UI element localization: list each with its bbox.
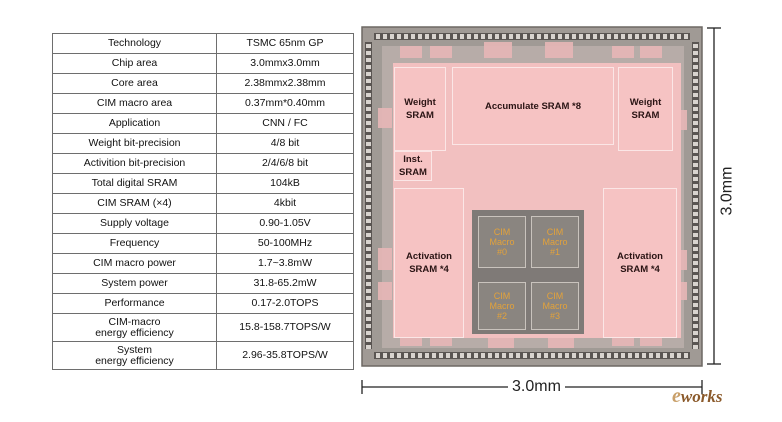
spec-value: 50-100MHz <box>216 233 354 254</box>
spec-parameter: CIM macro area <box>52 93 217 114</box>
weight-sram-left: Weight SRAM <box>394 67 446 151</box>
spec-row: CIM SRAM (×4)4kbit <box>52 193 354 214</box>
cim-macro-0: CIM Macro #0 <box>478 216 526 268</box>
spec-parameter: Total digital SRAM <box>52 173 217 194</box>
spec-parameter: Core area <box>52 73 217 94</box>
spec-parameter: Chip area <box>52 53 217 74</box>
spec-parameter: Frequency <box>52 233 217 254</box>
spec-parameter: Performance <box>52 293 217 314</box>
cim-macro-3: CIM Macro #3 <box>531 282 579 330</box>
spec-parameter: System energy efficiency <box>52 341 217 370</box>
die-width-label: 3.0mm <box>508 378 565 396</box>
spec-value: 104kB <box>216 173 354 194</box>
cim-macro-1: CIM Macro #1 <box>531 216 579 268</box>
spec-parameter: Technology <box>52 33 217 54</box>
spec-value: TSMC 65nm GP <box>216 33 354 54</box>
spec-value: 4kbit <box>216 193 354 214</box>
activation-sram-right: Activation SRAM *4 <box>603 188 677 338</box>
spec-value: 1.7~3.8mW <box>216 253 354 274</box>
spec-parameter: CIM macro power <box>52 253 217 274</box>
spec-parameter: CIM SRAM (×4) <box>52 193 217 214</box>
die-height-label: 3.0mm <box>718 163 737 219</box>
cim-macro-2: CIM Macro #2 <box>478 282 526 330</box>
watermark-logo: eworks <box>672 385 722 408</box>
spec-value: 0.17-2.0TOPS <box>216 293 354 314</box>
accumulate-sram: Accumulate SRAM *8 <box>452 67 614 145</box>
watermark-text: works <box>680 387 723 406</box>
activation-sram-left: Activation SRAM *4 <box>394 188 464 338</box>
watermark-lead: e <box>672 385 681 407</box>
spec-value: CNN / FC <box>216 113 354 134</box>
spec-parameter: Supply voltage <box>52 213 217 234</box>
spec-parameter: CIM-macro energy efficiency <box>52 313 217 342</box>
spec-value: 3.0mmx3.0mm <box>216 53 354 74</box>
spec-value: 2/4/6/8 bit <box>216 153 354 174</box>
spec-parameter: Weight bit-precision <box>52 133 217 154</box>
spec-value: 0.37mm*0.40mm <box>216 93 354 114</box>
spec-value: 4/8 bit <box>216 133 354 154</box>
spec-parameter: System power <box>52 273 217 294</box>
spec-value: 31.8-65.2mW <box>216 273 354 294</box>
spec-parameter: Activition bit-precision <box>52 153 217 174</box>
spec-value: 2.96-35.8TOPS/W <box>216 341 354 370</box>
weight-sram-right: Weight SRAM <box>618 67 673 151</box>
spec-value: 0.90-1.05V <box>216 213 354 234</box>
spec-value: 2.38mmx2.38mm <box>216 73 354 94</box>
spec-parameter: Application <box>52 113 217 134</box>
inst-sram: Inst. SRAM <box>394 151 432 181</box>
spec-value: 15.8-158.7TOPS/W <box>216 313 354 342</box>
